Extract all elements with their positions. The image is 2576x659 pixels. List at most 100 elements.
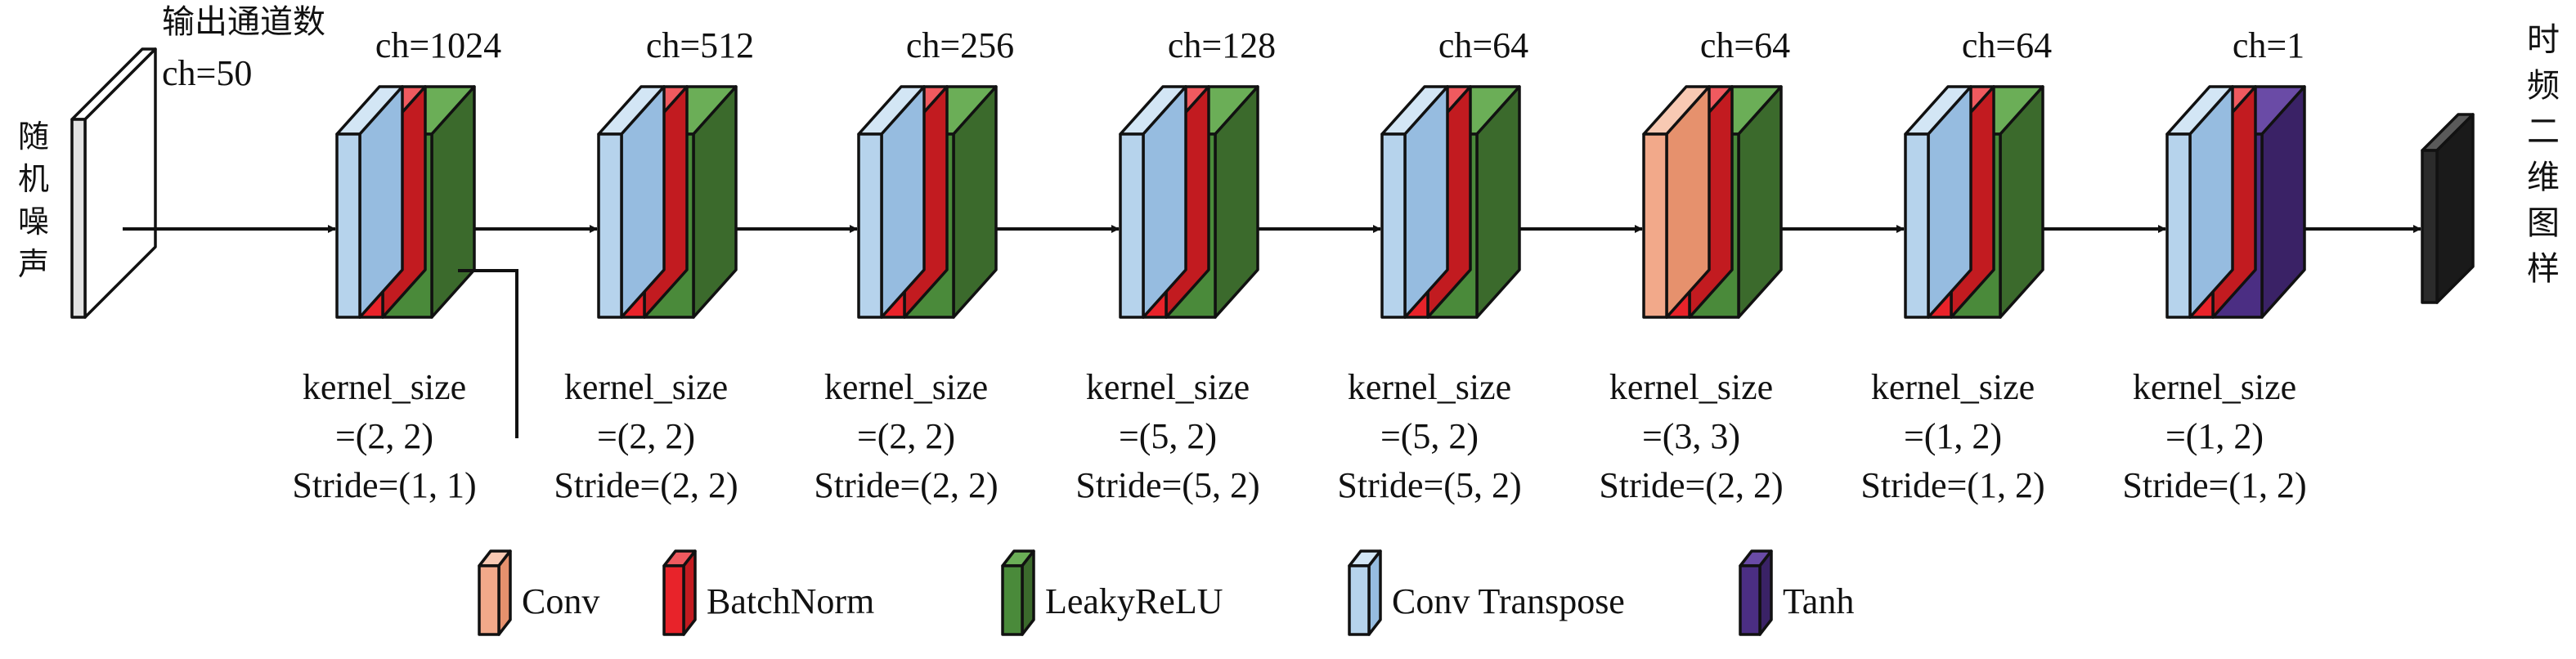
- layer-conv-transpose-front: [857, 132, 883, 319]
- legend-swatch: [1001, 549, 1035, 636]
- legend-swatch-side: [1021, 549, 1035, 636]
- legend-label: Conv: [522, 581, 599, 621]
- block-kernel-value: =(3, 3): [1642, 416, 1740, 456]
- leader-line: [458, 269, 518, 438]
- block-stride-label: Stride=(1, 2): [2122, 465, 2306, 505]
- output-label-char: 二: [2527, 113, 2560, 150]
- layer-conv-transpose: [857, 85, 926, 319]
- legend-item-leakyrelu: LeakyReLU: [1001, 549, 1223, 636]
- legend-label: Tanh: [1783, 581, 1854, 621]
- legend-swatch-front: [1001, 564, 1024, 636]
- output-label-char: 维: [2527, 159, 2560, 196]
- block-channels-label: ch=64: [1962, 25, 2052, 65]
- legend-item-batchnorm: BatchNorm: [662, 549, 874, 636]
- block-stride-label: Stride=(2, 2): [1599, 465, 1783, 505]
- legend-swatch-front: [662, 564, 685, 636]
- output-label-char: 样: [2527, 250, 2560, 288]
- block-2: ch=512 kernel_size =(2, 2) Stride=(2, 2): [554, 25, 754, 505]
- input-label-char: 声: [18, 246, 49, 282]
- layer-conv-transpose: [597, 85, 666, 319]
- block-channels-label: ch=512: [646, 25, 754, 65]
- layer-blocks: ch=1024 kernel_size =(2, 2) Stride=(1, 1) ch…: [292, 25, 2306, 505]
- layer-conv-transpose: [2165, 85, 2234, 319]
- layer-conv-transpose-front: [1119, 132, 1145, 319]
- legend-item-conv: Conv: [478, 549, 599, 636]
- layer-conv-front: [1642, 132, 1668, 319]
- block-stride-label: Stride=(5, 2): [1337, 465, 1521, 505]
- input-label-char: 随: [18, 119, 49, 155]
- layer-conv-transpose-front: [2165, 132, 2192, 319]
- legend-label: Conv Transpose: [1392, 581, 1625, 621]
- block-channels-label: ch=64: [1700, 25, 1790, 65]
- layer-conv-transpose-front: [1904, 132, 1930, 319]
- output-label-char: 频: [2527, 67, 2560, 105]
- layer-conv-transpose: [1380, 85, 1449, 319]
- input-label-char: 噪: [18, 204, 49, 240]
- block-stride-label: Stride=(2, 2): [814, 465, 998, 505]
- layer-conv: [1642, 85, 1711, 319]
- legend-swatch: [1348, 549, 1382, 636]
- block-kernel-value: =(1, 2): [1904, 416, 2002, 456]
- block-3: ch=256 kernel_size =(2, 2) Stride=(2, 2): [814, 25, 1014, 505]
- block-kernel-label: kernel_size: [824, 367, 988, 407]
- output-label-char: 图: [2527, 204, 2560, 242]
- layer-conv-transpose-front: [335, 132, 361, 319]
- input-slab-shape-side: [83, 47, 157, 319]
- block-kernel-label: kernel_size: [1348, 367, 1511, 407]
- legend-swatch-side: [497, 549, 512, 636]
- output-slab-shape: [2421, 113, 2475, 304]
- layer-conv-transpose: [1119, 85, 1187, 319]
- legend-item-conv-transpose: Conv Transpose: [1348, 549, 1625, 636]
- layer-conv-transpose-front: [597, 132, 623, 319]
- block-kernel-value: =(5, 2): [1380, 416, 1479, 456]
- block-kernel-label: kernel_size: [564, 367, 728, 407]
- layer-conv-transpose: [1904, 85, 1972, 319]
- block-kernel-label: kernel_size: [1609, 367, 1773, 407]
- block-stride-label: Stride=(1, 2): [1860, 465, 2044, 505]
- block-6: ch=64 kernel_size =(3, 3) Stride=(2, 2): [1599, 25, 1790, 505]
- block-channels-label: ch=128: [1168, 25, 1276, 65]
- block-kernel-value: =(5, 2): [1119, 416, 1217, 456]
- input-noise-label: 随 机 噪 声: [18, 119, 49, 282]
- block-kernel-value: =(2, 2): [335, 416, 433, 456]
- legend-label: BatchNorm: [707, 581, 874, 621]
- block-channels-label: ch=1: [2233, 25, 2304, 65]
- block-4: ch=128 kernel_size =(5, 2) Stride=(5, 2): [1075, 25, 1276, 505]
- block-kernel-value: =(2, 2): [857, 416, 955, 456]
- block-stride-label: Stride=(2, 2): [554, 465, 738, 505]
- block-kernel-label: kernel_size: [1086, 367, 1250, 407]
- block-kernel-value: =(1, 2): [2165, 416, 2264, 456]
- legend-swatch-side: [682, 549, 697, 636]
- legend-swatch-side: [1367, 549, 1382, 636]
- input-noise-slab: [70, 47, 157, 319]
- legend: Conv BatchNorm LeakyReLU Conv Transpose Tanh: [478, 549, 1854, 636]
- block-channels-label: ch=1024: [375, 25, 501, 65]
- legend-swatch-side: [1758, 549, 1773, 636]
- block-channels-label: ch=256: [906, 25, 1014, 65]
- layer-conv-transpose: [335, 85, 404, 319]
- input-slab-shape-front: [70, 118, 87, 319]
- block-kernel-value: =(2, 2): [597, 416, 695, 456]
- block-kernel-label: kernel_size: [303, 367, 466, 407]
- legend-label: LeakyReLU: [1045, 581, 1223, 621]
- output-label-char: 时: [2527, 21, 2560, 59]
- legend-swatch: [1739, 549, 1773, 636]
- input-caption: 输出通道数: [162, 3, 325, 41]
- block-kernel-label: kernel_size: [1871, 367, 2035, 407]
- input-channels-label: ch=50: [162, 53, 252, 93]
- block-7: ch=64 kernel_size =(1, 2) Stride=(1, 2): [1860, 25, 2052, 505]
- legend-item-tanh: Tanh: [1739, 549, 1854, 636]
- legend-swatch: [478, 549, 512, 636]
- input-slab-shape: [70, 47, 157, 319]
- block-channels-label: ch=64: [1438, 25, 1528, 65]
- block-5: ch=64 kernel_size =(5, 2) Stride=(5, 2): [1337, 25, 1528, 505]
- input-label-char: 机: [18, 161, 49, 197]
- layer-conv-transpose-front: [1380, 132, 1407, 319]
- output-image-slab: [2421, 113, 2475, 304]
- block-stride-label: Stride=(5, 2): [1075, 465, 1259, 505]
- block-stride-label: Stride=(1, 1): [292, 465, 476, 505]
- legend-swatch-front: [1739, 564, 1761, 636]
- output-slab-shape-front: [2421, 149, 2439, 304]
